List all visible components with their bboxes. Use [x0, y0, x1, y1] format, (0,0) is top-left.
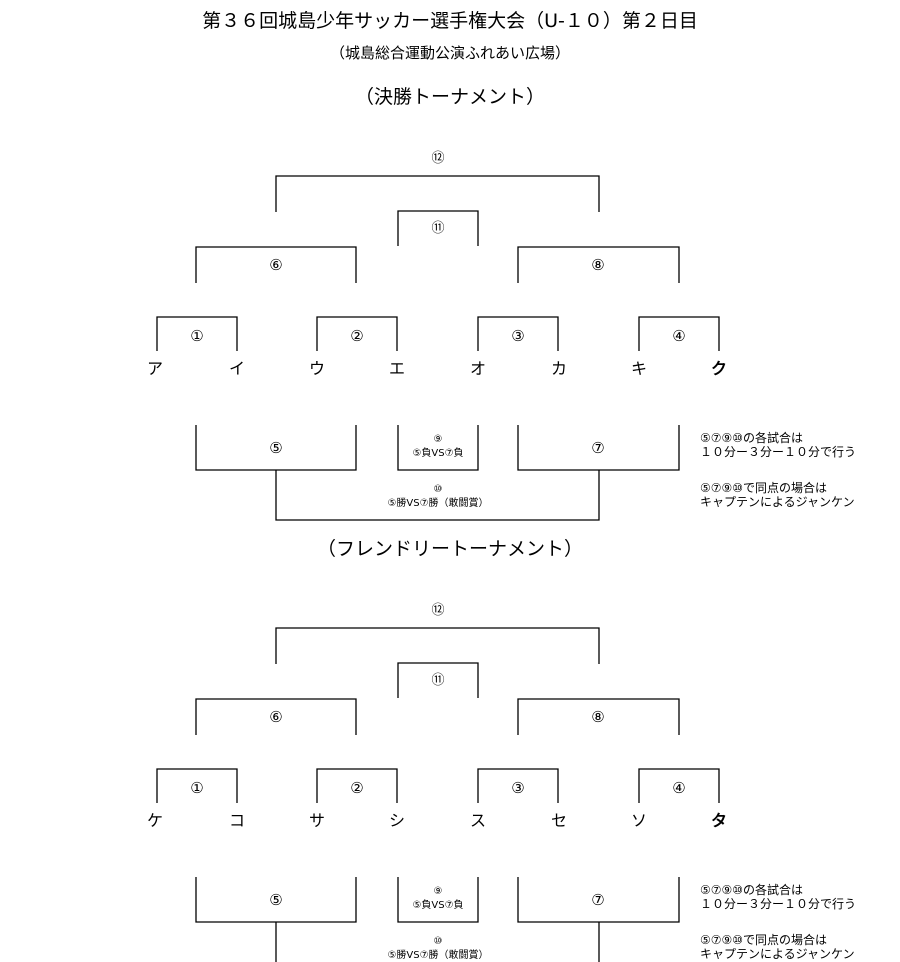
team-name: ケ: [146, 811, 163, 830]
bracket-line-m1: [156, 316, 238, 351]
bracket-line-m4: [638, 316, 720, 351]
match-label-2: ②: [350, 779, 364, 797]
bracket-line-m1: [156, 768, 238, 803]
rule-note-2: ⑤⑦⑨⑩で同点の場合は キャプテンによるジャンケン: [700, 933, 855, 961]
bracket-line-m11: [397, 210, 479, 246]
match10-number: ⑩: [433, 936, 443, 947]
bracket-line-m8: [517, 698, 680, 735]
match-label-12: ⑫: [431, 151, 445, 166]
team-name: コ: [228, 811, 245, 830]
rule-note-line: キャプテンによるジャンケン: [700, 495, 855, 509]
team-name: ア: [146, 359, 163, 378]
match-label-3: ③: [511, 327, 525, 345]
bracket-line-m6: [195, 246, 357, 283]
match-label-1: ①: [190, 779, 204, 797]
bracket-line-m11: [397, 662, 479, 698]
team-name: オ: [469, 359, 486, 378]
venue-subtitle: （城島総合運動公演ふれあい広場）: [329, 44, 570, 62]
bracket-line-m10: [275, 922, 600, 962]
bracket-heading: （フレンドリートーナメント）: [316, 538, 583, 560]
rule-note-2: ⑤⑦⑨⑩で同点の場合は キャプテンによるジャンケン: [700, 481, 855, 509]
match-label-11: ⑪: [431, 221, 445, 236]
bracket-line-m12: [275, 627, 600, 664]
team-name: エ: [388, 359, 405, 378]
match-label-8: ⑧: [591, 708, 605, 726]
team-name: シ: [388, 811, 405, 830]
match-label-4: ④: [672, 779, 686, 797]
match-label-5: ⑤: [269, 439, 283, 457]
match-label-5: ⑤: [269, 891, 283, 909]
match-label-4: ④: [672, 327, 686, 345]
match9-desc: ⑤負VS⑦負: [412, 448, 464, 459]
match-label-12: ⑫: [431, 603, 445, 618]
match-label-11: ⑪: [431, 673, 445, 688]
match-label-7: ⑦: [591, 891, 605, 909]
bracket-line-m2: [316, 316, 398, 351]
bracket-line-m8: [517, 246, 680, 283]
rule-note-1: ⑤⑦⑨⑩の各試合は １０分ー３分ー１０分で行う: [700, 883, 856, 911]
match-label-2: ②: [350, 327, 364, 345]
team-name: キ: [630, 359, 647, 378]
rule-note-line: １０分ー３分ー１０分で行う: [700, 897, 857, 911]
bracket-line-m3: [477, 768, 559, 803]
match9-desc: ⑤負VS⑦負: [412, 900, 464, 911]
bracket-line-m12: [275, 175, 600, 212]
rule-note-line: ⑤⑦⑨⑩の各試合は: [700, 883, 804, 897]
bracket-line-m6: [195, 698, 357, 735]
rule-note-line: キャプテンによるジャンケン: [700, 947, 855, 961]
bracket-line-m9: [397, 425, 479, 471]
match9-number: ⑨: [433, 434, 443, 445]
bracket-lines: [156, 627, 720, 962]
rule-note-line: １０分ー３分ー１０分で行う: [700, 445, 857, 459]
bracket-line-m4: [638, 768, 720, 803]
team-name: ス: [469, 811, 486, 830]
bracket-lines: [156, 175, 720, 521]
rule-note-line: ⑤⑦⑨⑩で同点の場合は: [700, 933, 828, 947]
bracket-line-m9: [397, 877, 479, 923]
rule-note-line: ⑤⑦⑨⑩で同点の場合は: [700, 481, 828, 495]
team-name: ソ: [630, 811, 647, 830]
page-title: 第３６回城島少年サッカー選手権大会（U-１０）第２日目: [202, 10, 698, 32]
bracket-line-m3: [477, 316, 559, 351]
bracket-heading: （決勝トーナメント）: [354, 86, 545, 108]
match-label-1: ①: [190, 327, 204, 345]
team-name: イ: [228, 359, 245, 378]
match-label-6: ⑥: [269, 708, 283, 726]
match10-desc: ⑤勝VS⑦勝（敢闘賞）: [387, 950, 489, 961]
team-name: サ: [308, 811, 325, 830]
match-label-3: ③: [511, 779, 525, 797]
match-label-6: ⑥: [269, 256, 283, 274]
rule-note-1: ⑤⑦⑨⑩の各試合は １０分ー３分ー１０分で行う: [700, 431, 856, 459]
match9-number: ⑨: [433, 886, 443, 897]
rule-note-line: ⑤⑦⑨⑩の各試合は: [700, 431, 804, 445]
team-name: カ: [550, 359, 567, 378]
bracket-line-m2: [316, 768, 398, 803]
match-label-8: ⑧: [591, 256, 605, 274]
team-name: ウ: [308, 359, 325, 378]
match10-number: ⑩: [433, 484, 443, 495]
team-name: セ: [550, 811, 567, 830]
match10-desc: ⑤勝VS⑦勝（敢闘賞）: [387, 498, 489, 509]
team-name: タ: [710, 811, 727, 830]
bracket-line-m10: [275, 470, 600, 521]
team-name: ク: [710, 359, 727, 378]
match-label-7: ⑦: [591, 439, 605, 457]
